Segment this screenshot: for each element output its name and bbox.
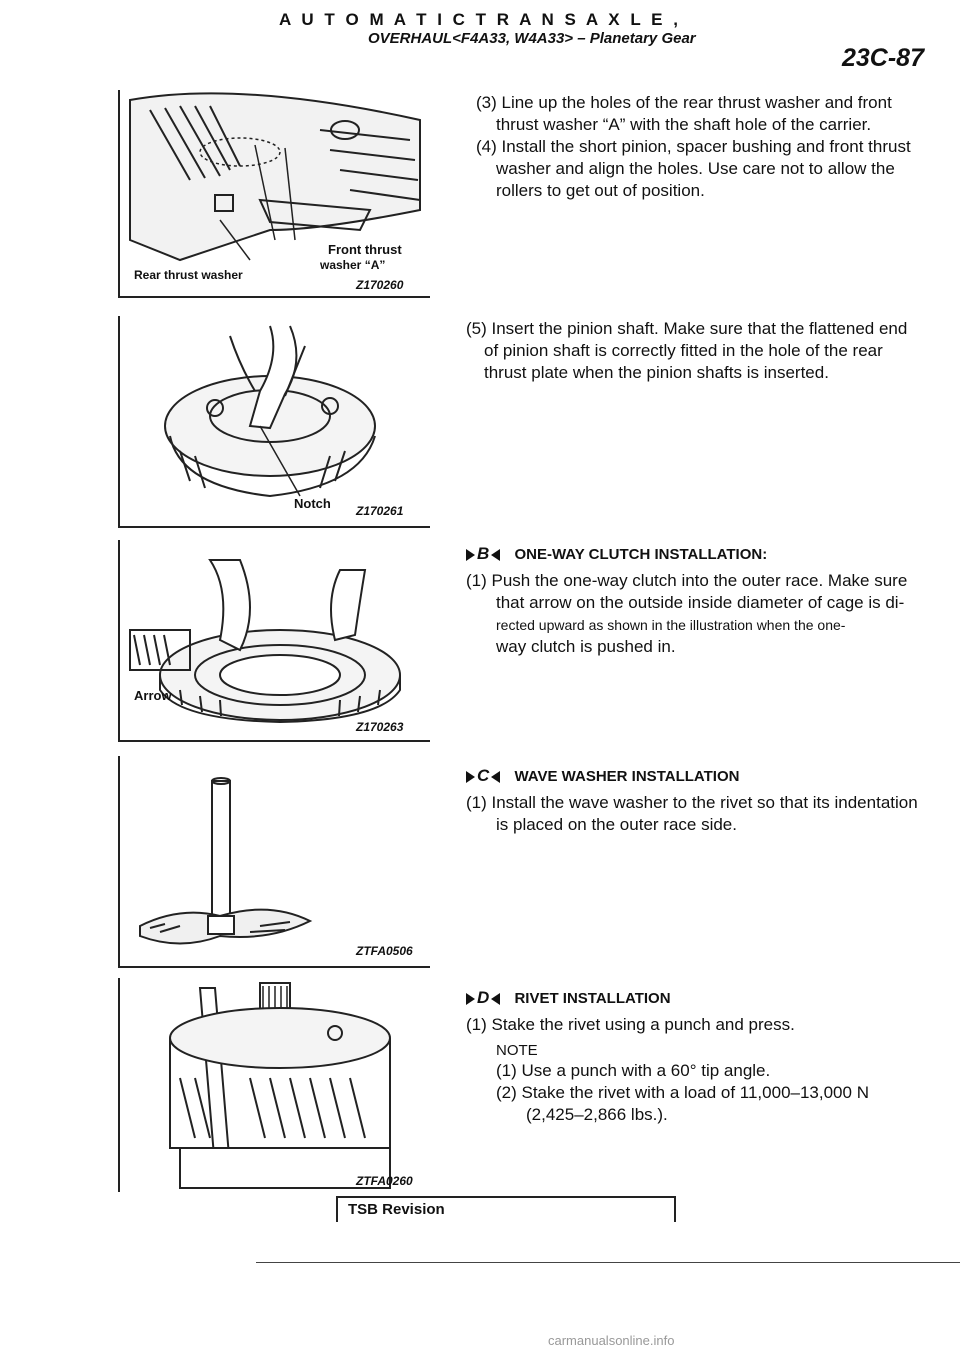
- note-line-3: (2,425–2,866 lbs.).: [526, 1105, 668, 1124]
- section-b-line-2: that arrow on the outside inside diamete…: [496, 593, 905, 612]
- right-triangle-icon: [466, 771, 475, 784]
- thrust-washer-illustration: [129, 92, 421, 262]
- tsb-revision-label: TSB Revision: [348, 1201, 445, 1218]
- note-line-2: (2) Stake the rivet with a load of 11,00…: [496, 1083, 869, 1102]
- left-triangle-icon: [491, 771, 501, 784]
- figure-divider: [118, 526, 430, 528]
- figure-one-way-clutch: Arrow Z170263: [118, 540, 432, 740]
- rivet-staking-illustration: [169, 982, 391, 1189]
- one-way-clutch-illustration: [129, 559, 401, 724]
- section-b-line-4: way clutch is pushed in.: [496, 637, 676, 656]
- note-line-1: (1) Use a punch with a 60° tip angle.: [496, 1061, 771, 1080]
- tsb-revision-box: TSB Revision: [336, 1196, 676, 1222]
- step-4-line-1: (4) Install the short pinion, spacer bus…: [476, 137, 911, 156]
- footer-rule: [256, 1262, 960, 1263]
- caption-rear-thrust-washer: Rear thrust washer: [134, 268, 243, 282]
- pinion-shaft-illustration: [164, 325, 376, 498]
- section-d-heading: D RIVET INSTALLATION: [466, 988, 671, 1008]
- page-number: 23C-87: [842, 44, 924, 72]
- step-3-line-2: thrust washer “A” with the shaft hole of…: [496, 115, 872, 134]
- left-triangle-icon: [491, 549, 501, 562]
- figure-wave-washer: ZTFA0506: [118, 756, 432, 966]
- right-triangle-icon: [466, 993, 475, 1006]
- section-d-line-1: (1) Stake the rivet using a punch and pr…: [466, 1015, 795, 1034]
- caption-arrow: Arrow: [134, 688, 172, 703]
- figure-id: ZTFA0260: [356, 1174, 413, 1188]
- wave-washer-illustration: [139, 777, 313, 945]
- step-5-line-3: thrust plate when the pinion shafts is i…: [484, 363, 829, 382]
- figure-id: Z170260: [356, 278, 404, 292]
- figure-id: Z170261: [356, 504, 404, 518]
- left-triangle-icon: [491, 993, 501, 1006]
- figure-divider: [118, 296, 430, 298]
- manual-subsection-title: OVERHAUL<F4A33, W4A33> – Planetary Gear: [368, 30, 696, 47]
- section-b-line-3: rected upward as shown in the illustrati…: [496, 617, 846, 633]
- step-4-line-2: washer and align the holes. Use care not…: [496, 159, 895, 178]
- figure-divider: [118, 966, 430, 968]
- figure-rivet-staking: ZTFA0260: [118, 978, 432, 1192]
- watermark: carmanualsonline.info: [548, 1333, 675, 1348]
- section-letter: D: [477, 988, 490, 1007]
- caption-front-thrust: Front thrust: [328, 242, 402, 257]
- caption-washer-a: washer “A”: [320, 258, 386, 272]
- step-5-line-2: of pinion shaft is correctly fitted in t…: [484, 341, 883, 360]
- section-d-title: RIVET INSTALLATION: [514, 990, 671, 1007]
- section-c-title: WAVE WASHER INSTALLATION: [514, 768, 740, 785]
- figure-divider: [118, 740, 430, 742]
- note-label: NOTE: [496, 1042, 538, 1059]
- section-b-line-1: (1) Push the one-way clutch into the out…: [466, 571, 908, 590]
- section-c-heading: C WAVE WASHER INSTALLATION: [466, 766, 739, 786]
- manual-section-title: A U T O M A T I C T R A N S A X L E ,: [279, 10, 681, 29]
- step-5-line-1: (5) Insert the pinion shaft. Make sure t…: [466, 319, 908, 338]
- figure-pinion-shaft: Notch Z170261: [118, 316, 432, 526]
- right-triangle-icon: [466, 549, 475, 562]
- section-b-heading: B ONE-WAY CLUTCH INSTALLATION:: [466, 544, 767, 564]
- section-letter: C: [477, 766, 490, 785]
- figure-thrust-washers: Front thrust washer “A” Rear thrust wash…: [118, 90, 432, 296]
- figure-id: ZTFA0506: [356, 944, 413, 958]
- section-c-line-1: (1) Install the wave washer to the rivet…: [466, 793, 918, 812]
- caption-notch: Notch: [294, 496, 331, 511]
- section-c-line-2: is placed on the outer race side.: [496, 815, 737, 834]
- section-letter: B: [477, 544, 490, 563]
- figure-id: Z170263: [356, 720, 404, 734]
- step-3-line-1: (3) Line up the holes of the rear thrust…: [476, 93, 892, 112]
- section-b-title: ONE-WAY CLUTCH INSTALLATION:: [514, 546, 768, 563]
- step-4-line-3: rollers to get out of position.: [496, 181, 705, 200]
